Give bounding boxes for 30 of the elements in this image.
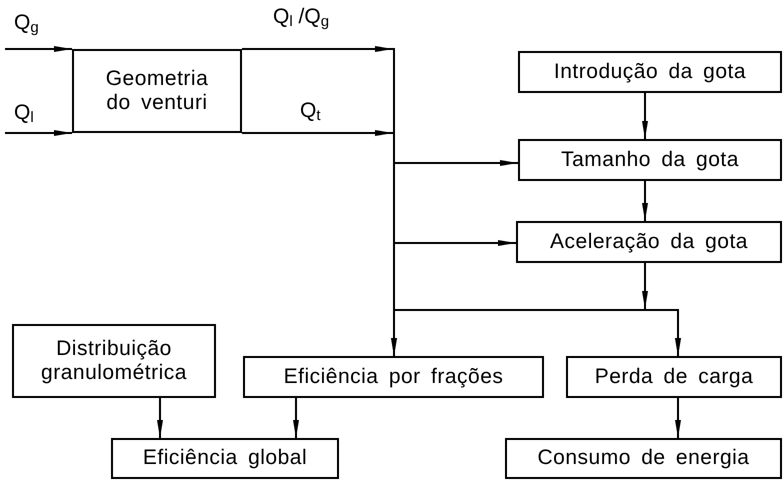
flow-label: Q$_{t}$ [300, 100, 321, 123]
arrow [642, 93, 648, 139]
process-box [516, 221, 782, 263]
arrow [157, 398, 163, 438]
box-label: Distribuição granulométrica [40, 336, 188, 386]
box-label: Aceleração da gota [550, 230, 748, 254]
process-box [111, 438, 339, 479]
arrow [5, 130, 72, 136]
arrow [5, 46, 72, 52]
box-label: Consumo de energia [538, 446, 750, 471]
process-box [72, 49, 242, 133]
box-label: Geometria do venturi [104, 66, 210, 116]
arrow [242, 130, 393, 136]
box-label: Tamanho da gota [561, 148, 739, 172]
arrow [642, 181, 648, 221]
process-box [566, 356, 782, 398]
process-box [12, 324, 216, 398]
process-box [505, 438, 782, 479]
box-label: Eficiência global [142, 446, 308, 471]
flow-label: Q$_{l}$ /Q$_{g}$ [273, 6, 330, 29]
process-box [518, 51, 782, 93]
box-label: Perda de carga [594, 364, 754, 390]
arrow [293, 398, 299, 438]
edge-label: Q$_{l}$ [14, 102, 34, 125]
process-box [518, 139, 782, 181]
box-label: Introdução da gota [554, 60, 746, 84]
arrow [675, 398, 681, 438]
edge-label: Q$_{g}$ [14, 12, 39, 35]
box-label: Eficiência por frações [284, 364, 504, 390]
process-box [243, 356, 544, 398]
